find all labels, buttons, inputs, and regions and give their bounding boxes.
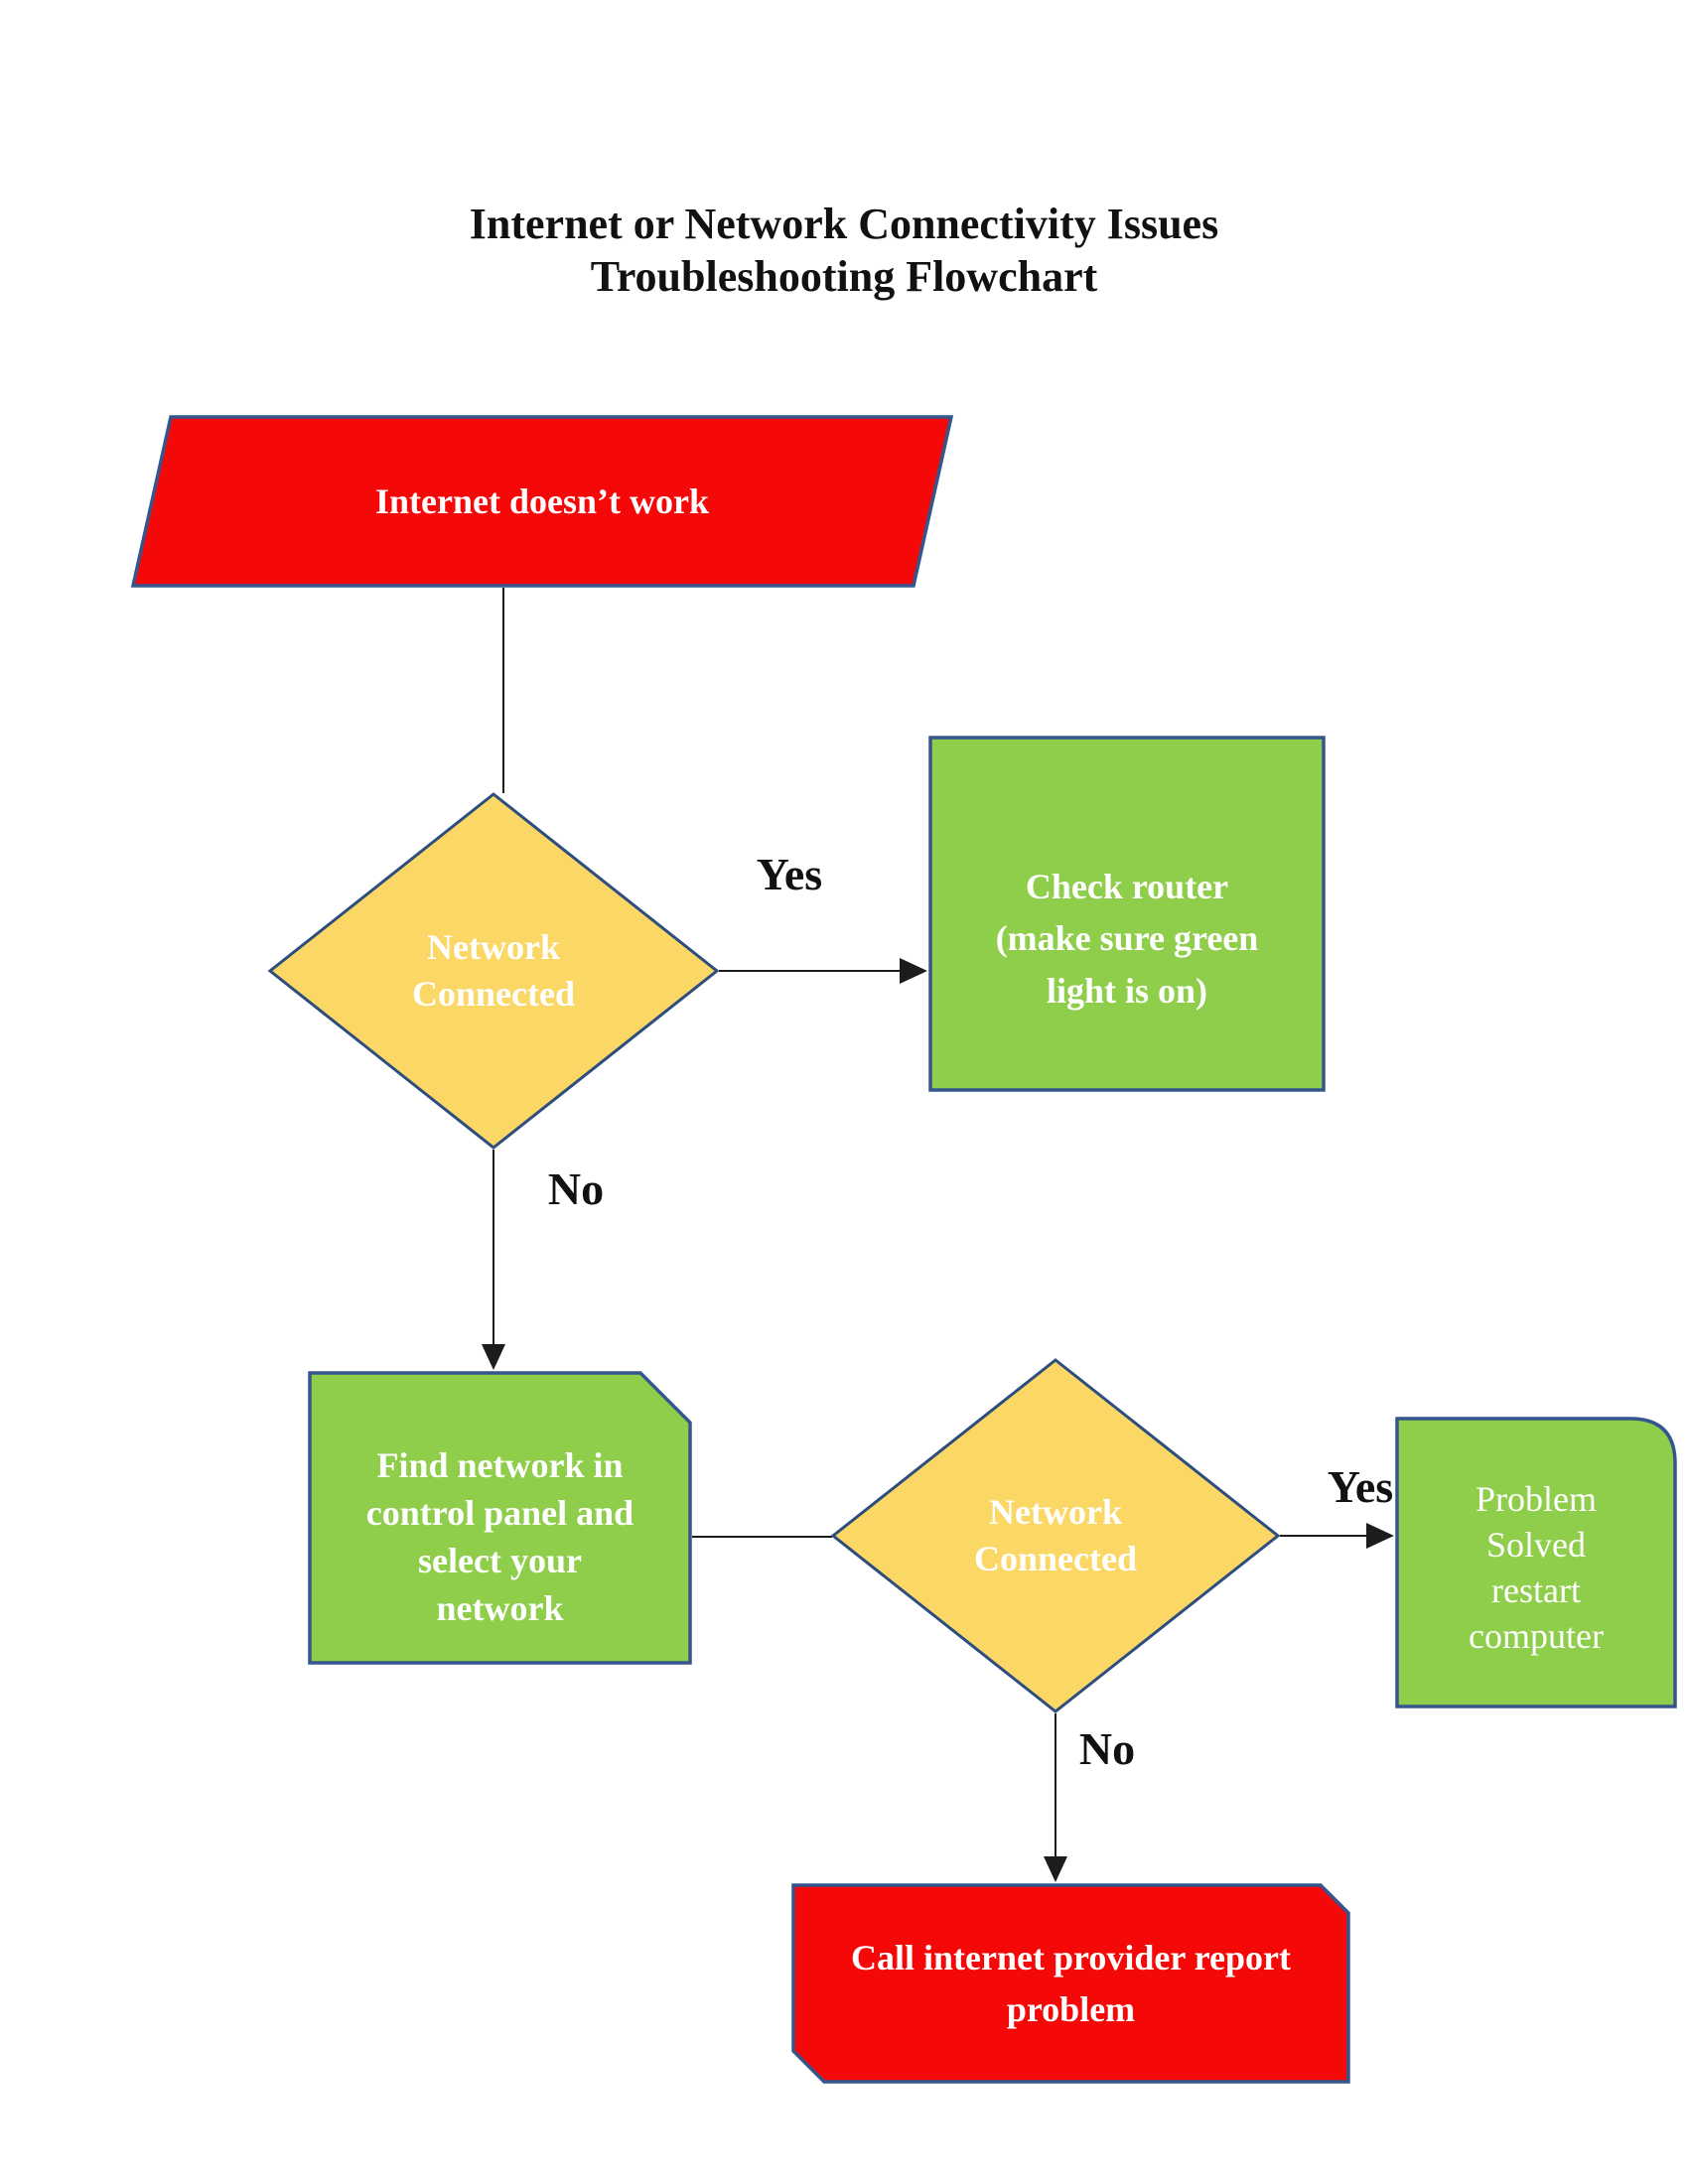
edge-label-no-2: No [1078, 1722, 1136, 1774]
decision1-label: Network Connected [412, 927, 575, 1014]
decision1-shape [267, 792, 720, 1150]
start-node-label: Internet doesn’t work [375, 480, 709, 521]
check-router-label: Check router (make sure green light is o… [995, 867, 1259, 1011]
terminator-call-provider-shape [791, 1883, 1350, 2084]
arrowhead-right-icon [1366, 1523, 1394, 1549]
decision2-shape [830, 1358, 1281, 1713]
edge-label-yes-1: Yes [756, 848, 823, 899]
edge-label-yes-2: Yes [1327, 1460, 1394, 1512]
arrowhead-down-icon [482, 1344, 505, 1370]
start-shape [130, 415, 954, 588]
problem-solved-label: Problem Solved restart computer [1469, 1478, 1604, 1657]
find-network-label: Find network in control panel and select… [365, 1445, 634, 1628]
call-provider-label: Call internet provider report problem [851, 1937, 1291, 2029]
process-find-network-shape [308, 1371, 692, 1665]
edge-label-no-1: No [547, 1162, 605, 1214]
arrowhead-right-icon [900, 958, 927, 984]
arrowhead-down-icon [1044, 1856, 1067, 1882]
decision2-label: Network Connected [974, 1492, 1137, 1578]
process-check-router-shape [928, 736, 1326, 1092]
process-problem-solved-shape [1395, 1417, 1677, 1708]
page-title: Internet or Network Connectivity Issues … [469, 200, 1219, 301]
